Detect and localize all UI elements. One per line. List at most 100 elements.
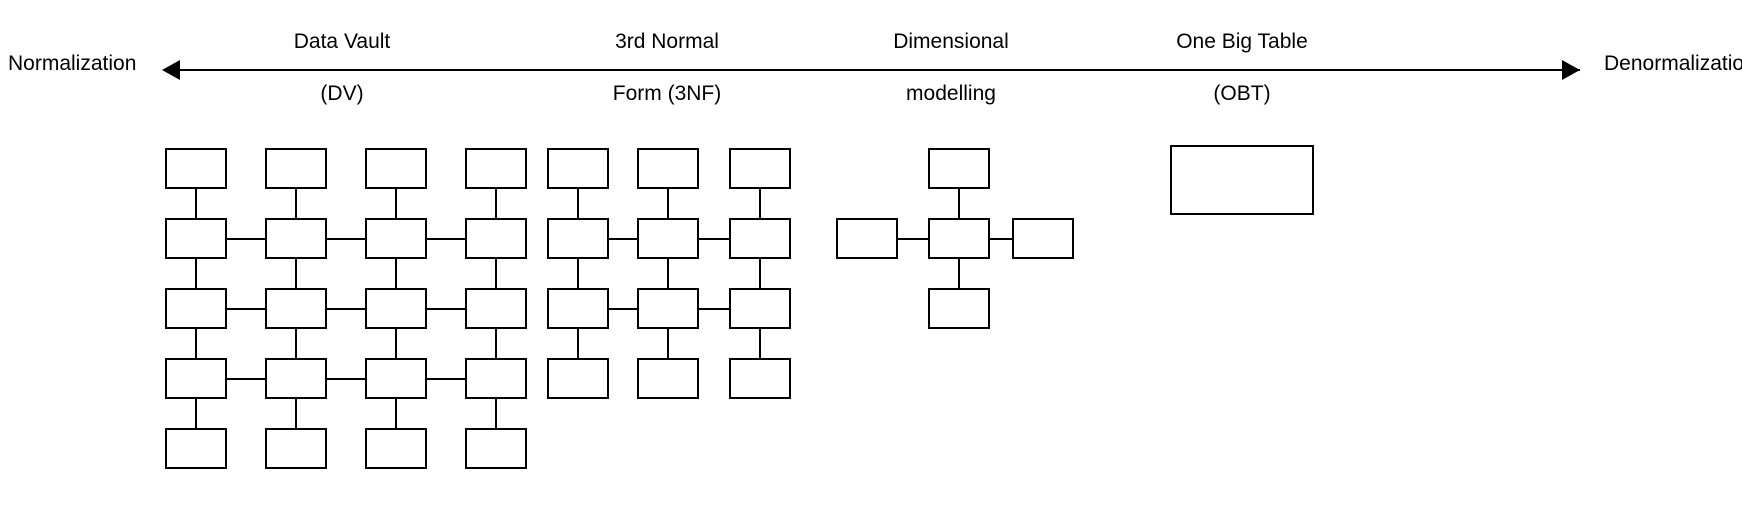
entity-box — [265, 358, 327, 399]
entity-box — [165, 288, 227, 329]
entity-box — [729, 218, 791, 259]
connector-vertical — [295, 189, 297, 218]
entity-box — [729, 288, 791, 329]
entity-box — [637, 218, 699, 259]
connector-vertical — [195, 399, 197, 428]
connector-horizontal — [427, 307, 465, 310]
arrow-right-icon — [1562, 60, 1580, 80]
caption-third-normal-form: 3rd Normal Form (3NF) — [557, 3, 777, 133]
entity-box — [547, 148, 609, 189]
connector-vertical — [577, 259, 579, 288]
entity-box — [265, 428, 327, 469]
entity-box — [365, 358, 427, 399]
entity-box — [365, 288, 427, 329]
caption-3nf-line1: 3rd Normal — [615, 30, 719, 53]
connector-vertical — [958, 189, 960, 218]
connector-vertical — [195, 329, 197, 358]
dimension-box — [836, 218, 898, 259]
entity-box — [547, 358, 609, 399]
connector-vertical — [667, 189, 669, 218]
caption-dimensional-line1: Dimensional — [893, 30, 1009, 53]
connector-vertical — [395, 189, 397, 218]
connector-horizontal — [609, 237, 637, 240]
connector-vertical — [667, 259, 669, 288]
entity-box — [265, 288, 327, 329]
connector-vertical — [195, 259, 197, 288]
axis-label-denormalization: Denormalization — [1604, 52, 1742, 75]
connector-horizontal — [699, 307, 729, 310]
connector-vertical — [295, 399, 297, 428]
fact-box — [928, 218, 990, 259]
entity-box — [265, 218, 327, 259]
entity-box — [165, 218, 227, 259]
entity-box — [165, 148, 227, 189]
dimension-box — [928, 288, 990, 329]
connector-horizontal — [990, 237, 1012, 240]
entity-box — [465, 218, 527, 259]
entity-box — [465, 358, 527, 399]
connector-horizontal — [699, 237, 729, 240]
connector-vertical — [958, 259, 960, 288]
connector-vertical — [295, 329, 297, 358]
caption-data-vault: Data Vault (DV) — [232, 3, 452, 133]
entity-box — [729, 358, 791, 399]
connector-horizontal — [327, 237, 365, 240]
caption-data-vault-line1: Data Vault — [293, 30, 391, 53]
connector-vertical — [759, 259, 761, 288]
entity-box — [165, 428, 227, 469]
connector-vertical — [495, 399, 497, 428]
connector-horizontal — [427, 237, 465, 240]
entity-box — [465, 288, 527, 329]
caption-dimensional-modelling: Dimensional modelling — [841, 3, 1061, 133]
connector-vertical — [495, 259, 497, 288]
caption-obt-line2: (OBT) — [1213, 82, 1271, 105]
connector-vertical — [577, 189, 579, 218]
arrow-left-icon — [162, 60, 180, 80]
entity-box — [365, 148, 427, 189]
entity-box — [547, 218, 609, 259]
caption-dimensional-line2: modelling — [906, 82, 996, 105]
connector-vertical — [495, 329, 497, 358]
connector-horizontal — [227, 307, 265, 310]
caption-3nf-line2: Form (3NF) — [612, 82, 722, 105]
connector-horizontal — [227, 237, 265, 240]
connector-horizontal — [227, 377, 265, 380]
dimension-box — [928, 148, 990, 189]
connector-vertical — [759, 189, 761, 218]
connector-vertical — [195, 189, 197, 218]
entity-box — [265, 148, 327, 189]
connector-horizontal — [609, 307, 637, 310]
entity-box — [637, 148, 699, 189]
connector-vertical — [495, 189, 497, 218]
caption-one-big-table: One Big Table (OBT) — [1132, 3, 1352, 133]
entity-box — [365, 218, 427, 259]
entity-box — [729, 148, 791, 189]
dimension-box — [1012, 218, 1074, 259]
entity-box — [465, 428, 527, 469]
one-big-table-box — [1170, 145, 1314, 215]
connector-vertical — [395, 399, 397, 428]
entity-box — [637, 358, 699, 399]
axis-label-normalization: Normalization — [8, 52, 137, 75]
connector-vertical — [759, 329, 761, 358]
connector-horizontal — [327, 377, 365, 380]
connector-vertical — [395, 259, 397, 288]
caption-data-vault-line2: (DV) — [320, 82, 364, 105]
connector-vertical — [295, 259, 297, 288]
entity-box — [365, 428, 427, 469]
connector-horizontal — [898, 237, 928, 240]
connector-horizontal — [427, 377, 465, 380]
axis-line — [176, 69, 1580, 71]
caption-obt-line1: One Big Table — [1176, 30, 1308, 53]
entity-box — [547, 288, 609, 329]
entity-box — [637, 288, 699, 329]
connector-vertical — [577, 329, 579, 358]
connector-horizontal — [327, 307, 365, 310]
connector-vertical — [395, 329, 397, 358]
entity-box — [465, 148, 527, 189]
